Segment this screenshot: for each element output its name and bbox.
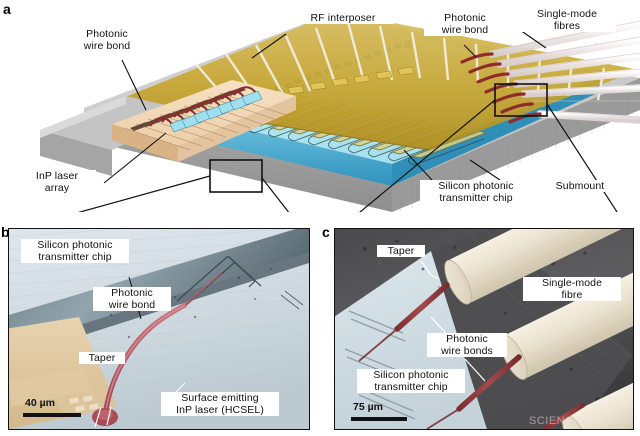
panel-a-schematic: a RF interposer Photonic wire bond Photo…: [0, 0, 640, 212]
silicon-chip-front-face: [196, 118, 392, 186]
scale-bar-b: [23, 413, 81, 417]
laser-die-separations: [123, 92, 287, 151]
panel-b-svg: [9, 229, 309, 429]
panel-connectors: [77, 99, 618, 212]
label-silicon-photonic-transmitter-chip-c: Silicon photonic transmitter chip: [357, 369, 465, 393]
scale-bar-label-c: 75 µm: [353, 401, 383, 413]
scale-bar-c: [351, 417, 407, 421]
watermark: SCIENCEAQ.COM: [528, 415, 629, 427]
interposer-left-shoulder-front: [40, 130, 112, 176]
panel-a-svg: [40, 12, 640, 212]
label-single-mode-fibres: Single-mode fibres: [518, 8, 616, 32]
label-inp-laser-array: InP laser array: [18, 170, 96, 194]
photonic-wire-bond-c-2: [456, 354, 522, 412]
panel-c-sem-image: Taper Single-mode fibre Photonic wire bo…: [334, 228, 634, 430]
single-mode-fibre-1: [444, 229, 633, 305]
label-taper-b: Taper: [79, 352, 125, 364]
panel-a-leader-lines: [103, 29, 547, 184]
panel-a-letter: a: [3, 1, 11, 17]
single-mode-fibres: [488, 20, 640, 124]
label-photonic-wire-bond-right: Photonic wire bond: [424, 12, 506, 36]
label-rf-interposer: RF interposer: [292, 12, 394, 24]
label-photonic-wire-bond-left: Photonic wire bond: [66, 28, 148, 52]
photonic-wire-bond-c-1: [394, 282, 450, 332]
label-silicon-photonic-transmitter-chip-a: Silicon photonic transmitter chip: [420, 180, 532, 204]
laser-contact-pad: [55, 387, 117, 419]
panel-c-letter: c: [322, 224, 330, 240]
wire-bonds-laser-to-chip: [149, 86, 257, 127]
label-taper-c: Taper: [377, 245, 425, 257]
rf-fanout-traces: [195, 21, 606, 107]
scale-bar-label-b: 40 µm: [25, 397, 55, 409]
label-submount: Submount: [540, 180, 620, 192]
label-surface-emitting-laser: Surface emitting InP laser (HCSEL): [161, 392, 279, 416]
photonic-wire-bond-c-3: [542, 402, 586, 429]
label-photonic-wire-bond-b: Photonic wire bond: [93, 287, 171, 311]
coupler-blocks: [169, 90, 263, 133]
submount-right-face: [392, 78, 640, 212]
label-single-mode-fibre: Single-mode fibre: [523, 277, 621, 301]
panel-b-letter: b: [1, 224, 10, 240]
inp-laser-array-front: [112, 124, 178, 162]
inp-laser-array-right: [178, 96, 296, 162]
label-photonic-wire-bonds: Photonic wire bonds: [427, 333, 507, 357]
panel-b-sem-image: Silicon photonic transmitter chip Photon…: [8, 228, 310, 430]
panel-c-svg: [335, 229, 633, 429]
label-silicon-photonic-transmitter-chip-b: Silicon photonic transmitter chip: [21, 239, 129, 263]
